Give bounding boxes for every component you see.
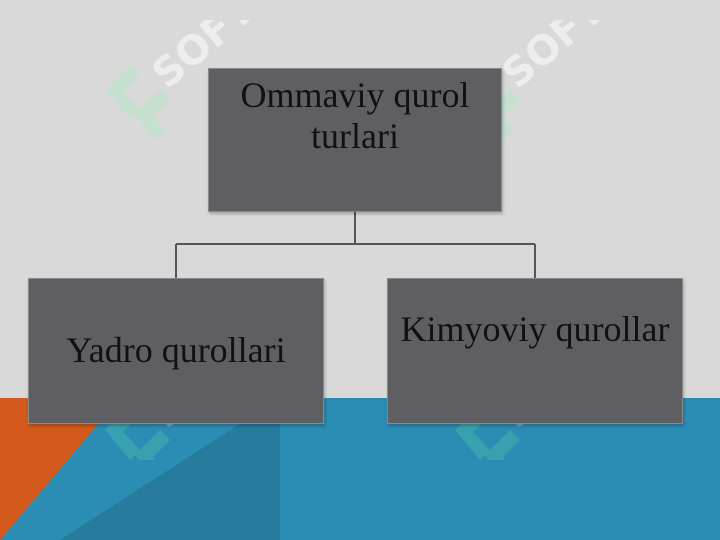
child-node-yadro: Yadro qurollari <box>28 278 324 424</box>
root-node: Ommaviy qurol turlari <box>208 68 502 212</box>
child-node-kimyoviy: Kimyoviy qurollar <box>387 278 683 424</box>
root-node-label: Ommaviy qurol turlari <box>240 75 470 157</box>
child-node-label: Kimyoviy qurollar <box>400 309 670 349</box>
soft-logo-icon <box>105 65 170 140</box>
child-node-label: Yadro qurollari <box>66 330 286 371</box>
